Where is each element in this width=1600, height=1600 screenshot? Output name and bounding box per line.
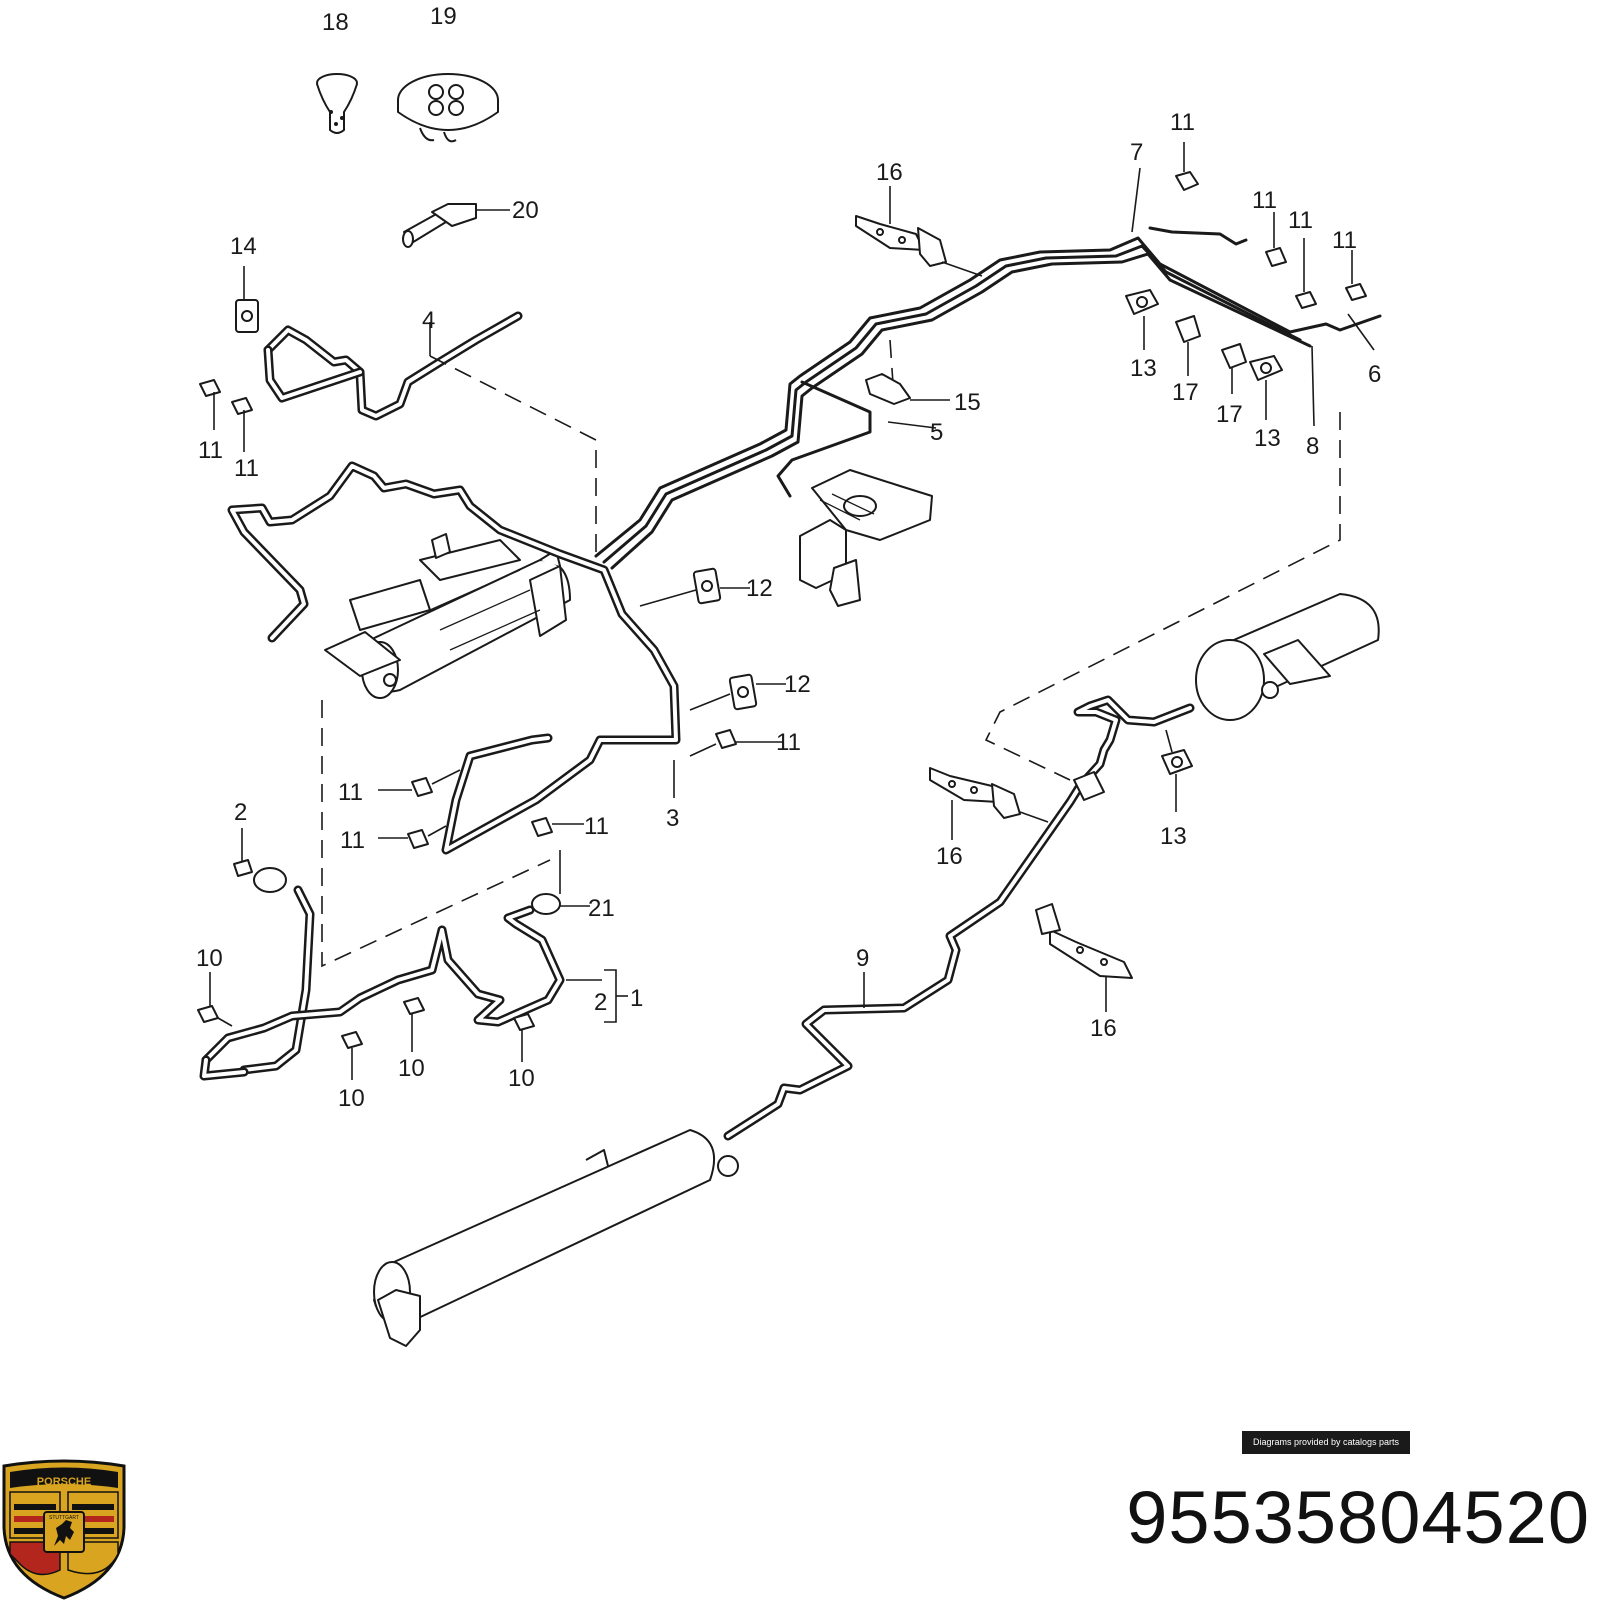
clip-12-b — [689, 673, 786, 711]
line-1 — [199, 905, 565, 1081]
dashed-guides — [321, 339, 1341, 968]
line-bundle-5-7-8 — [594, 167, 1382, 570]
callout-10-d: 10 — [508, 1065, 535, 1092]
callout-18: 18 — [322, 9, 349, 36]
bracket-16-top — [855, 186, 983, 277]
callout-21: 21 — [588, 895, 615, 922]
line-4 — [263, 311, 523, 421]
callout-11-top-b: 11 — [1252, 187, 1277, 214]
clip-11-mid-b — [378, 769, 461, 797]
bracket-16-mid — [929, 767, 1049, 840]
clip-14 — [235, 266, 259, 333]
porsche-crest-logo: PORSCHE STUTTGART — [2, 1459, 126, 1600]
callout-16-top: 16 — [876, 159, 903, 186]
callout-9: 9 — [856, 945, 869, 972]
callout-4: 4 — [422, 307, 435, 334]
callout-5: 5 — [930, 419, 943, 446]
credit-banner: Diagrams provided by catalogs parts — [1242, 1431, 1410, 1454]
clip-10-a — [197, 972, 233, 1027]
callout-labels: 18 19 20 14 4 11 11 16 7 11 11 11 11 13 … — [196, 3, 1381, 1112]
air-reservoir-lower — [373, 1129, 739, 1347]
compressor-unit — [324, 533, 571, 699]
callout-11-top-c: 11 — [1288, 207, 1313, 234]
clip-11-top-a — [1175, 142, 1199, 191]
callout-16-low: 16 — [1090, 1015, 1117, 1042]
clip-11-mid-d — [531, 817, 584, 837]
callout-12-a: 12 — [746, 575, 773, 602]
callout-10-b: 10 — [338, 1085, 365, 1112]
callout-13-top-b: 13 — [1254, 425, 1281, 452]
clip-21 — [531, 850, 590, 915]
clip-12-a — [639, 567, 750, 607]
callout-17-a: 17 — [1172, 379, 1199, 406]
clip-13-top-b — [1249, 355, 1283, 420]
callout-10-c: 10 — [398, 1055, 425, 1082]
callout-13-top-a: 13 — [1130, 355, 1157, 382]
callout-11-mid-a: 11 — [776, 729, 801, 756]
clip-11-left-b — [231, 397, 253, 452]
callout-3: 3 — [666, 805, 679, 832]
callout-12-b: 12 — [784, 671, 811, 698]
callout-11-mid-b: 11 — [338, 779, 363, 806]
callout-11-mid-d: 11 — [584, 813, 609, 840]
valve-block — [799, 469, 933, 607]
part-19-flange-plate — [397, 73, 499, 143]
clip-17-a — [1175, 315, 1201, 376]
callout-10-a: 10 — [196, 945, 223, 972]
callout-11-top-a: 11 — [1170, 109, 1195, 136]
callout-7: 7 — [1130, 139, 1143, 166]
line-9 — [723, 695, 1195, 1141]
clip-11-mid-c — [378, 825, 447, 849]
callout-11-left-b: 11 — [234, 455, 259, 482]
bracket-16-low — [1035, 903, 1133, 1012]
line-2-hose — [233, 828, 315, 1075]
clip-10-b — [341, 1031, 363, 1080]
callout-8: 8 — [1306, 433, 1319, 460]
callout-14: 14 — [230, 233, 257, 260]
clip-11-top-c — [1295, 238, 1317, 309]
clip-13-top-a — [1125, 289, 1159, 350]
callout-20: 20 — [512, 197, 539, 224]
clip-10-c — [403, 997, 425, 1052]
clip-13-right — [1161, 729, 1193, 812]
svg-text:STUTTGART: STUTTGART — [49, 1515, 79, 1521]
callout-15: 15 — [954, 389, 981, 416]
callout-13-right: 13 — [1160, 823, 1187, 850]
part-20-pipe-union — [402, 203, 510, 248]
line-3 — [227, 461, 681, 855]
clip-11-left-a — [199, 379, 221, 430]
svg-text:PORSCHE: PORSCHE — [37, 1476, 91, 1488]
part-18-grommet — [316, 73, 358, 134]
air-reservoir-right — [1195, 593, 1380, 721]
callout-11-top-d: 11 — [1332, 227, 1357, 254]
clip-11-mid-a — [689, 729, 784, 757]
callout-19: 19 — [430, 3, 457, 30]
callout-6: 6 — [1368, 361, 1381, 388]
callout-2-bracket: 2 — [594, 989, 607, 1016]
part-number: 95535804520 — [1126, 1476, 1590, 1559]
clip-10-d — [513, 1013, 535, 1062]
clip-11-top-d — [1345, 250, 1367, 301]
callout-2-top: 2 — [234, 799, 247, 826]
callout-11-mid-c: 11 — [340, 827, 365, 854]
callout-16-mid: 16 — [936, 843, 963, 870]
clip-11-top-b — [1265, 212, 1287, 267]
callout-1: 1 — [630, 985, 643, 1012]
callout-11-left-a: 11 — [198, 437, 223, 464]
callout-17-b: 17 — [1216, 401, 1243, 428]
clip-15 — [865, 373, 950, 405]
clip-17-b — [1221, 343, 1247, 394]
